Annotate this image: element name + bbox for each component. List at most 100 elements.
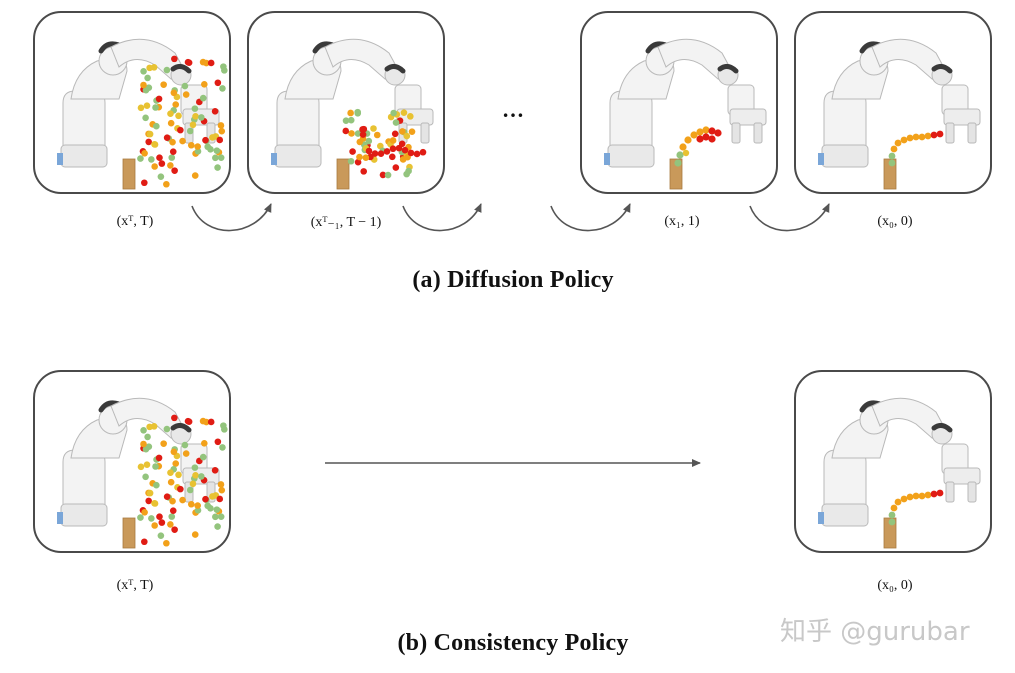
action-dot [218, 127, 226, 135]
action-dot [182, 450, 190, 457]
panel-b2-clean [794, 370, 992, 553]
action-dot [912, 492, 920, 500]
action-dot [676, 151, 684, 159]
robot-arm [818, 397, 981, 527]
action-dot [152, 463, 159, 470]
panel-a2-partially-denoised [247, 11, 445, 194]
action-dot [137, 463, 145, 471]
action-dot [158, 519, 166, 526]
action-dot [359, 126, 366, 133]
action-dot [207, 145, 214, 153]
action-dot [370, 125, 377, 132]
action-dot [214, 438, 222, 446]
action-dot [199, 94, 207, 102]
action-dot [708, 135, 716, 143]
action-dot [140, 81, 147, 89]
action-dot [377, 150, 385, 158]
action-dot [167, 110, 174, 118]
action-dot [389, 145, 397, 153]
wooden-block [336, 158, 350, 190]
action-dot [163, 180, 170, 188]
action-dot [177, 485, 184, 493]
action-dot [192, 472, 199, 479]
action-dot [213, 147, 221, 154]
action-dot [141, 509, 148, 516]
action-dot [181, 82, 189, 90]
action-dot [168, 513, 176, 520]
action-dot [218, 486, 226, 494]
action-dot [171, 55, 178, 63]
action-dot [169, 497, 176, 505]
action-dot [900, 136, 908, 144]
action-dot [137, 155, 144, 162]
action-dot [220, 543, 228, 550]
action-dot [157, 532, 165, 539]
action-dot [145, 138, 152, 146]
action-dot [347, 116, 355, 124]
action-dot [214, 523, 221, 530]
action-dot [153, 481, 160, 489]
action-dot [199, 58, 207, 66]
action-dot [708, 127, 716, 135]
action-dot [690, 131, 698, 139]
action-dot [214, 164, 221, 171]
action-dot [146, 423, 153, 431]
action-dot [143, 461, 151, 468]
action-dot [912, 133, 920, 141]
action-dot [171, 414, 178, 422]
action-dot [186, 127, 194, 135]
action-dot [172, 460, 180, 467]
action-dot [148, 156, 155, 163]
action-dot [194, 502, 201, 509]
action-dot [146, 64, 153, 72]
action-dot [169, 148, 177, 155]
action-dot [142, 445, 150, 453]
action-dot [890, 145, 898, 153]
action-dot [359, 131, 367, 138]
action-dot [365, 137, 373, 145]
watermark: 知乎 @gurubar [780, 617, 970, 647]
action-dot [152, 104, 159, 111]
action-dot [211, 467, 219, 474]
action-dot [347, 157, 355, 165]
wooden-block [883, 517, 897, 549]
action-dot [167, 478, 175, 486]
action-dot [888, 511, 896, 519]
action-dot [212, 154, 219, 162]
action-dot [918, 492, 926, 500]
action-dot [167, 162, 174, 169]
action-dot [389, 137, 397, 144]
action-dot [144, 433, 151, 441]
action-dot [198, 473, 205, 480]
action-dot [163, 134, 171, 141]
action-dot [194, 148, 202, 155]
action-dot [199, 453, 207, 461]
panel-a1-noisy [33, 11, 231, 194]
action-dot [142, 86, 150, 94]
action-dot [141, 538, 148, 546]
action-dot [702, 133, 710, 141]
action-dot [151, 522, 158, 529]
action-dot [936, 489, 944, 497]
robot-arm [271, 38, 434, 168]
action-dot [354, 130, 362, 137]
action-dot [342, 117, 350, 124]
action-dot [930, 490, 938, 498]
action-dot [191, 172, 199, 179]
action-dot [155, 95, 163, 103]
action-dot [201, 440, 208, 447]
action-dot [212, 513, 219, 521]
action-dot [151, 499, 158, 507]
action-dot [191, 464, 199, 471]
action-dot [403, 132, 411, 140]
action-dot [360, 168, 368, 175]
action-dot [354, 158, 362, 166]
action-dot [894, 498, 902, 506]
action-dot [140, 67, 147, 75]
action-dot [175, 471, 182, 479]
wooden-block [122, 158, 136, 190]
action-dot [156, 513, 163, 521]
action-dot [171, 526, 178, 533]
action-dot [365, 147, 373, 155]
action-dot [187, 141, 195, 149]
